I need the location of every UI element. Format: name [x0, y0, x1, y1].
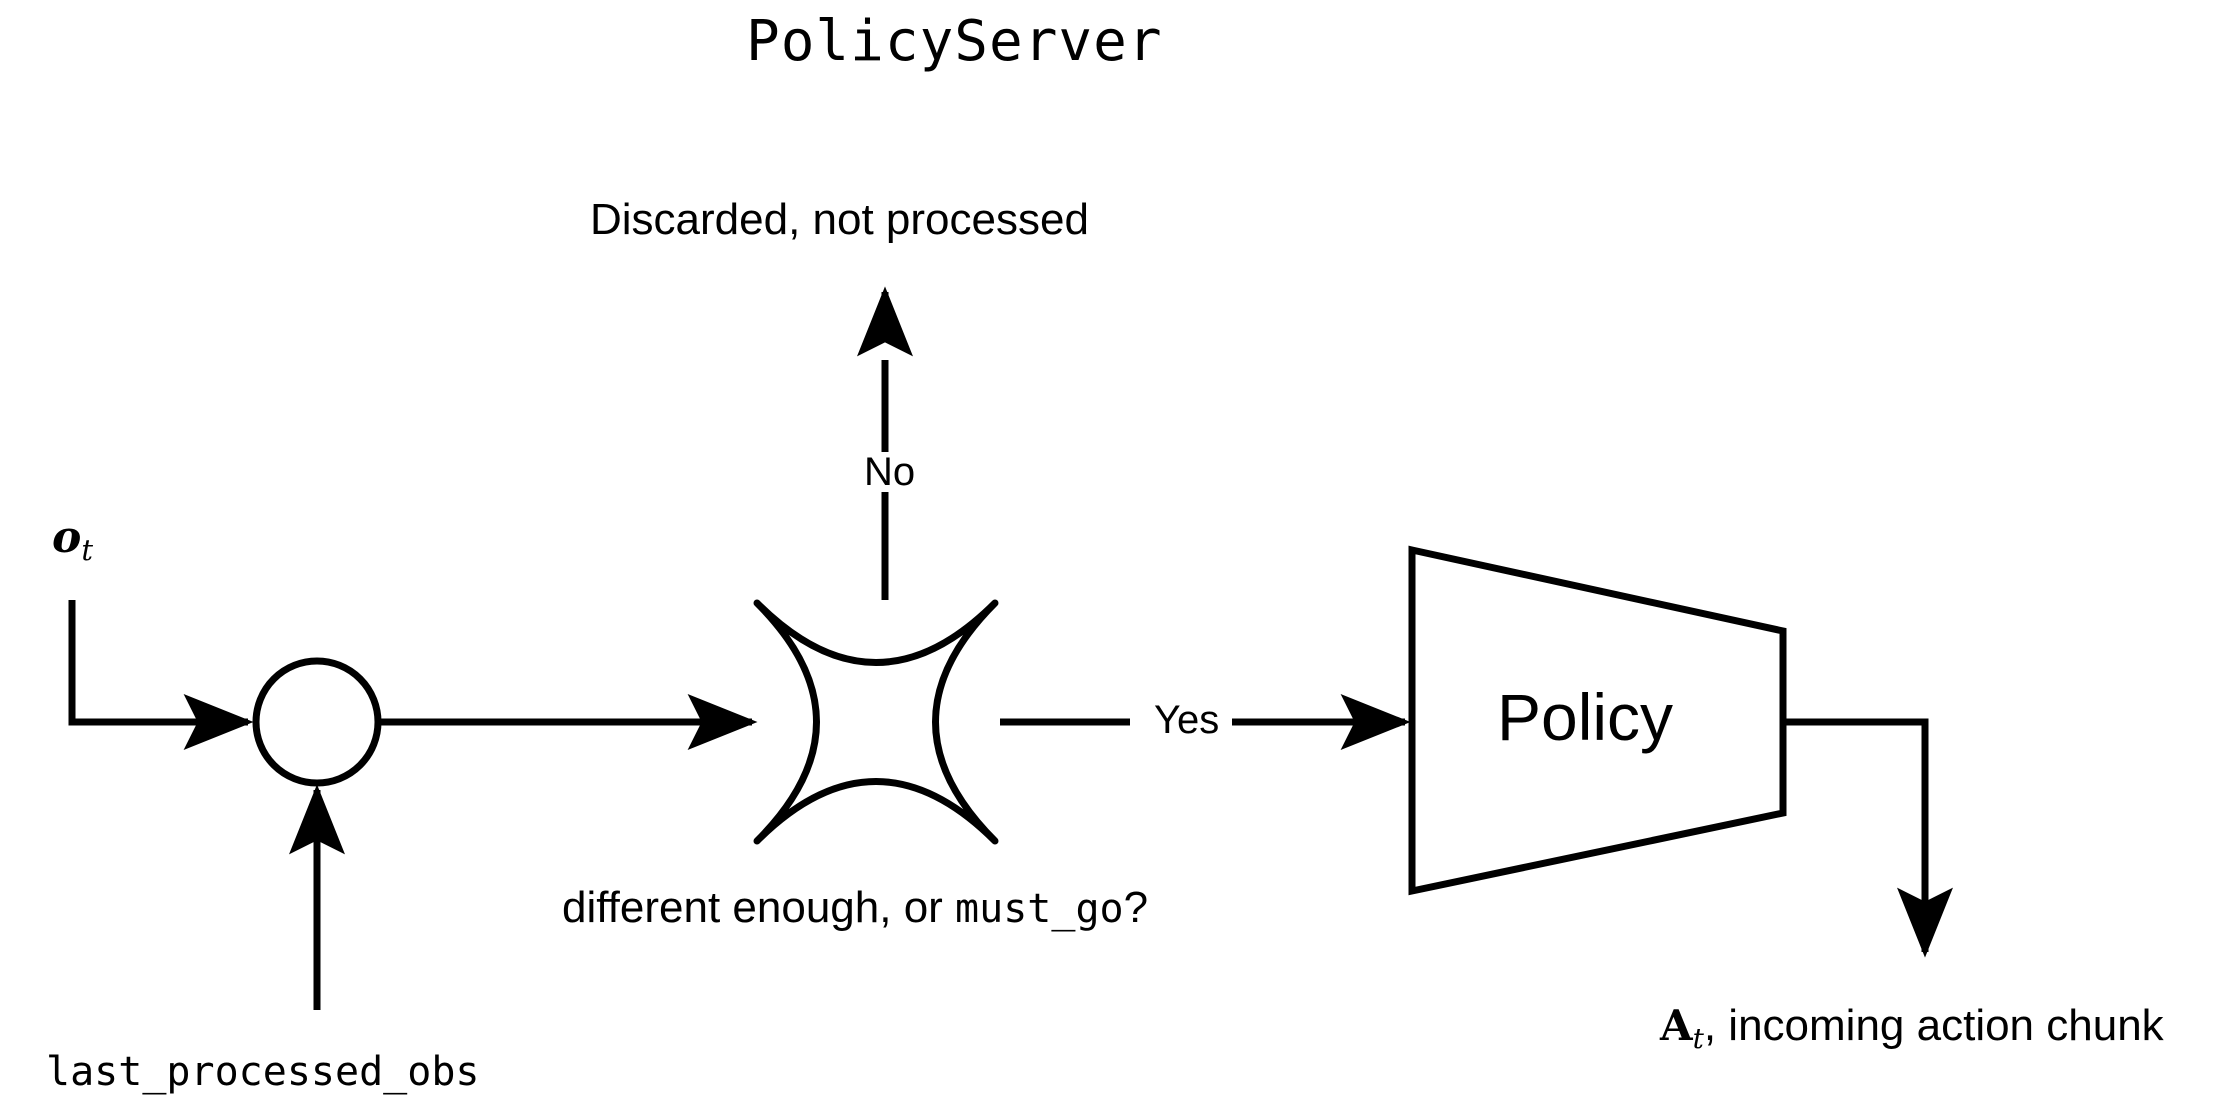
edge-obs-to-merge	[68, 600, 254, 750]
merge-circle-node	[252, 657, 382, 787]
input-obs-label: ot	[52, 516, 93, 565]
policy-node-label: Policy	[1497, 680, 1674, 754]
decision-caption: different enough, or must_go?	[562, 886, 1148, 930]
decision-caption-prefix: different enough, or	[562, 883, 956, 932]
action-chunk-text: , incoming action chunk	[1703, 1001, 2164, 1050]
action-chunk-symbol: A	[1660, 1001, 1693, 1050]
decision-star-node	[753, 599, 999, 845]
edge-label-no: No	[858, 452, 922, 492]
decision-caption-suffix: ?	[1123, 883, 1149, 932]
edge-policy-to-action-chunk	[1783, 718, 1953, 958]
action-chunk-subscript: t	[1692, 1021, 1704, 1055]
page-title: PolicyServer	[746, 9, 1163, 74]
last-processed-obs-label: last_processed_obs	[46, 1049, 480, 1095]
action-chunk-label: At, incoming action chunk	[1660, 1004, 2164, 1053]
discarded-label: Discarded, not processed	[590, 195, 1089, 244]
input-obs-symbol: o	[52, 512, 82, 563]
policy-trapezoid-node	[1408, 545, 1787, 896]
decision-caption-code: must_go	[955, 886, 1124, 932]
edge-label-yes: Yes	[1148, 700, 1226, 740]
input-obs-subscript: t	[81, 533, 94, 568]
